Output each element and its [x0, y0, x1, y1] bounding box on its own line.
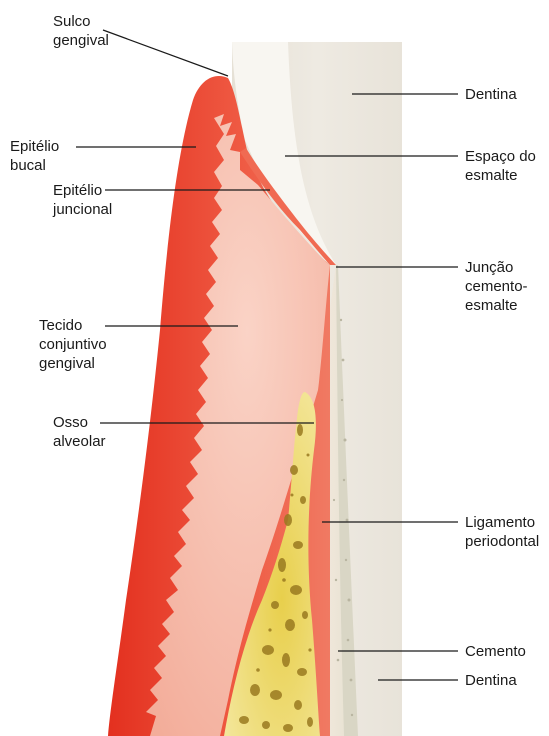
- label-line: Tecido: [39, 316, 107, 335]
- label-line: juncional: [53, 200, 112, 219]
- label-osso-alveolar: Osso alveolar: [53, 413, 106, 451]
- label-ligamento-periodontal: Ligamento periodontal: [465, 513, 539, 551]
- label-dentina-top: Dentina: [465, 85, 517, 104]
- label-line: bucal: [10, 156, 59, 175]
- label-juncao-cemento-esmalte: Junção cemento- esmalte: [465, 258, 528, 315]
- label-line: Ligamento: [465, 513, 539, 532]
- label-line: Osso: [53, 413, 106, 432]
- label-line: Epitélio: [53, 181, 112, 200]
- label-espaco-esmalte: Espaço do esmalte: [465, 147, 536, 185]
- label-line: Cemento: [465, 642, 526, 661]
- label-epitelio-bucal: Epitélio bucal: [10, 137, 59, 175]
- label-line: conjuntivo: [39, 335, 107, 354]
- label-cemento: Cemento: [465, 642, 526, 661]
- label-line: Junção: [465, 258, 528, 277]
- label-line: Dentina: [465, 85, 517, 104]
- label-line: gengival: [53, 31, 109, 50]
- label-line: gengival: [39, 354, 107, 373]
- label-line: esmalte: [465, 166, 536, 185]
- label-line: Epitélio: [10, 137, 59, 156]
- label-line: cemento-: [465, 277, 528, 296]
- label-line: Dentina: [465, 671, 517, 690]
- label-epitelio-juncional: Epitélio juncional: [53, 181, 112, 219]
- label-dentina-bottom: Dentina: [465, 671, 517, 690]
- label-line: esmalte: [465, 296, 528, 315]
- label-line: periodontal: [465, 532, 539, 551]
- label-line: alveolar: [53, 432, 106, 451]
- label-line: Espaço do: [465, 147, 536, 166]
- label-sulco-gengival: Sulco gengival: [53, 12, 109, 50]
- label-tecido-conjuntivo: Tecido conjuntivo gengival: [39, 316, 107, 373]
- label-line: Sulco: [53, 12, 109, 31]
